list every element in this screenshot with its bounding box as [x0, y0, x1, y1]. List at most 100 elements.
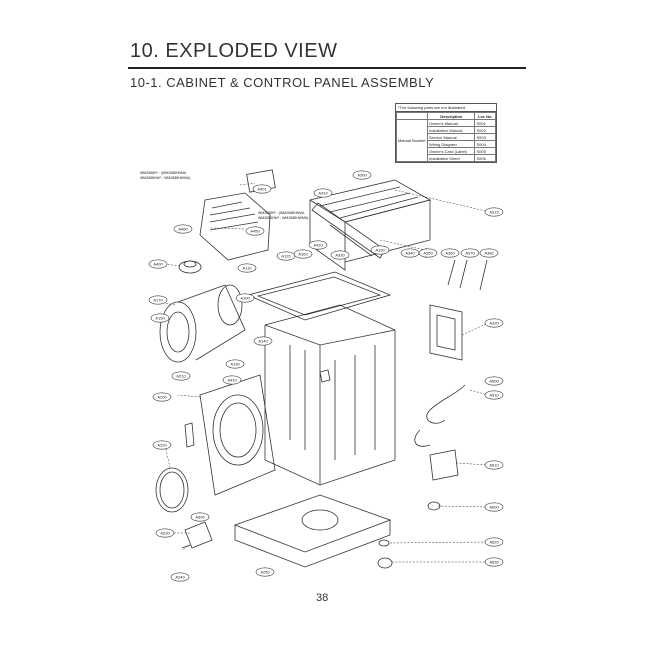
model-note-middle-line-2: WM2688HW* : WM2688HWMA)	[258, 216, 308, 220]
callout-a600: A600	[484, 502, 504, 512]
callout-a630: A630	[484, 557, 504, 567]
model-note-middle: WM2688H* : (WM2688HNMA WM2688HW* : WM268…	[258, 211, 308, 220]
callout-balloon	[237, 263, 257, 273]
callout-balloon	[148, 295, 168, 305]
callout-a390: A390	[190, 512, 210, 522]
callout-a370: A370	[460, 248, 480, 258]
top-plate	[246, 271, 392, 321]
callout-label: A210	[176, 374, 186, 379]
model-note-top-line-1: WM2688H* : (WM2688HNMA	[140, 171, 187, 175]
callout-a420: A420	[308, 240, 328, 250]
callout-label: A500	[489, 379, 499, 384]
callout-balloon	[484, 460, 504, 470]
callout-balloon	[152, 392, 172, 402]
callout-a140: A140	[253, 336, 273, 346]
door-gasket	[155, 467, 189, 513]
rear-cover	[429, 304, 463, 361]
callout-balloon	[150, 313, 170, 323]
callout-balloon	[484, 502, 504, 512]
callout-label: A360	[445, 251, 455, 256]
callout-a350: A350	[418, 248, 438, 258]
callout-label: A320	[489, 321, 499, 326]
callout-balloon	[484, 318, 504, 328]
callout-label: A110	[242, 266, 252, 271]
callout-a170: A170	[148, 295, 168, 305]
callout-a190: A190	[370, 245, 390, 255]
callout-balloon	[225, 359, 245, 369]
section-title: 10-1. CABINET & CONTROL PANEL ASSEMBLY	[130, 75, 435, 90]
callout-label: A160	[298, 252, 308, 257]
callout-balloon	[460, 248, 480, 258]
table-cell-loc: S006	[474, 154, 496, 162]
small-clips	[184, 369, 331, 448]
callout-balloon	[330, 250, 350, 260]
callout-a340: A340	[400, 248, 420, 258]
callout-label: A315	[489, 210, 499, 215]
knob-part	[178, 260, 202, 274]
callout-a120: A120	[276, 251, 296, 261]
callout-balloon	[484, 537, 504, 547]
callout-label: A230	[160, 531, 170, 536]
callout-label: A420	[313, 243, 323, 248]
model-note-top: WM2688H* : (WM2688HNMA WM2688HW* : WM268…	[140, 171, 190, 180]
callout-balloon	[484, 207, 504, 217]
callout-balloon	[370, 245, 390, 255]
callout-label: A390	[195, 515, 205, 520]
callout-balloon	[235, 293, 255, 303]
callout-label: A460	[178, 227, 188, 232]
callout-a360: A360	[440, 248, 460, 258]
callout-balloon	[440, 248, 460, 258]
callout-a250: A250	[255, 567, 275, 577]
callout-balloon	[245, 226, 265, 236]
table-row: Installation Sheet S006	[397, 154, 496, 162]
callout-label: A150	[155, 316, 165, 321]
callout-balloon	[170, 572, 190, 582]
callout-label: A220	[157, 443, 167, 448]
callout-label: A240	[175, 575, 185, 580]
title-rule	[128, 67, 526, 69]
callout-a100: A100	[235, 293, 255, 303]
callout-a320: A320	[484, 318, 504, 328]
table-cell-description: Installation Sheet	[426, 154, 476, 162]
callout-balloon	[352, 170, 372, 180]
callout-balloon	[252, 184, 272, 194]
callout-a200: A200	[152, 392, 172, 402]
drain-parts	[377, 501, 441, 569]
callout-balloon	[253, 336, 273, 346]
callout-balloon	[484, 557, 504, 567]
callout-balloon	[155, 528, 175, 538]
callout-label: A610	[489, 463, 499, 468]
base-frame	[233, 494, 392, 568]
callout-a160: A160	[293, 249, 313, 259]
callout-balloon	[173, 224, 193, 234]
callout-a210: A210	[171, 371, 191, 381]
parts-table: Description Loc No. Manual Booklet Owner…	[396, 112, 496, 162]
hinge-bracket	[181, 521, 213, 549]
page-title: 10. EXPLODED VIEW	[130, 40, 338, 62]
callout-balloon	[418, 248, 438, 258]
dispenser-drawer	[159, 284, 246, 363]
callout-label: A510	[489, 393, 499, 398]
page-number: 38	[316, 592, 329, 604]
callout-layer: A401A460A400A450A170A110A100A120A140A130…	[148, 170, 504, 582]
callout-balloon	[152, 440, 172, 450]
callout-a150: A150	[150, 313, 170, 323]
callout-balloon	[171, 371, 191, 381]
callout-a380: A380	[479, 248, 499, 258]
callout-label: A250	[260, 570, 270, 575]
callout-a620: A620	[484, 537, 504, 547]
callout-balloon	[255, 567, 275, 577]
callout-label: A620	[489, 540, 499, 545]
callout-a220: A220	[152, 440, 172, 450]
callout-a315: A315	[484, 207, 504, 217]
callout-balloon	[190, 512, 210, 522]
callout-balloon	[308, 240, 328, 250]
callout-a460: A460	[173, 224, 193, 234]
callout-a130: A130	[225, 359, 245, 369]
callout-label: A340	[405, 251, 415, 256]
callout-label: A401	[257, 187, 267, 192]
callout-a500: A500	[484, 376, 504, 386]
callout-label: A400	[153, 262, 163, 267]
